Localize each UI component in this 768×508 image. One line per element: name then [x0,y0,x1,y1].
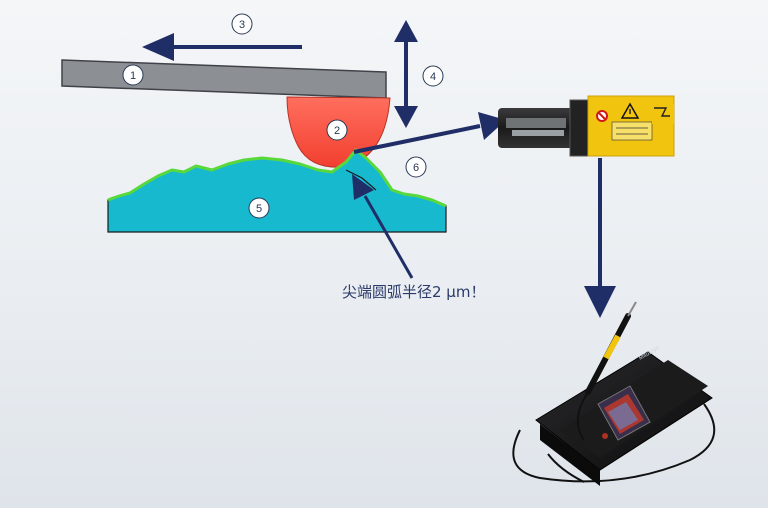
arrow-caption-pointer [352,174,414,279]
label-4: 4 [422,65,444,87]
probe-pickup [498,95,675,157]
label-5: 5 [248,197,270,219]
label-1: 1 [122,64,144,86]
svg-text:1: 1 [130,70,136,82]
warning-triangle-icon [620,102,640,119]
surface-sample [107,148,447,233]
arrow-vertical-double [394,20,418,128]
svg-text:3: 3 [239,19,245,31]
detached-probe [585,301,637,395]
handheld-surface-tester: Mitutoyo [512,301,716,486]
label-3: 3 [231,13,253,35]
label-2: 2 [326,119,348,141]
label-6: 6 [405,156,427,178]
device-screen [597,385,651,441]
svg-text:5: 5 [256,203,262,215]
svg-text:6: 6 [413,162,419,174]
arrow-to-device [584,158,616,318]
svg-text:2: 2 [334,125,340,137]
no-entry-icon [596,110,608,122]
arrow-movement-left [142,33,302,61]
svg-text:4: 4 [430,71,436,83]
stylus-arm [61,59,387,99]
caption-tip-radius: 尖端圆弧半径2 µm！ [342,283,485,301]
